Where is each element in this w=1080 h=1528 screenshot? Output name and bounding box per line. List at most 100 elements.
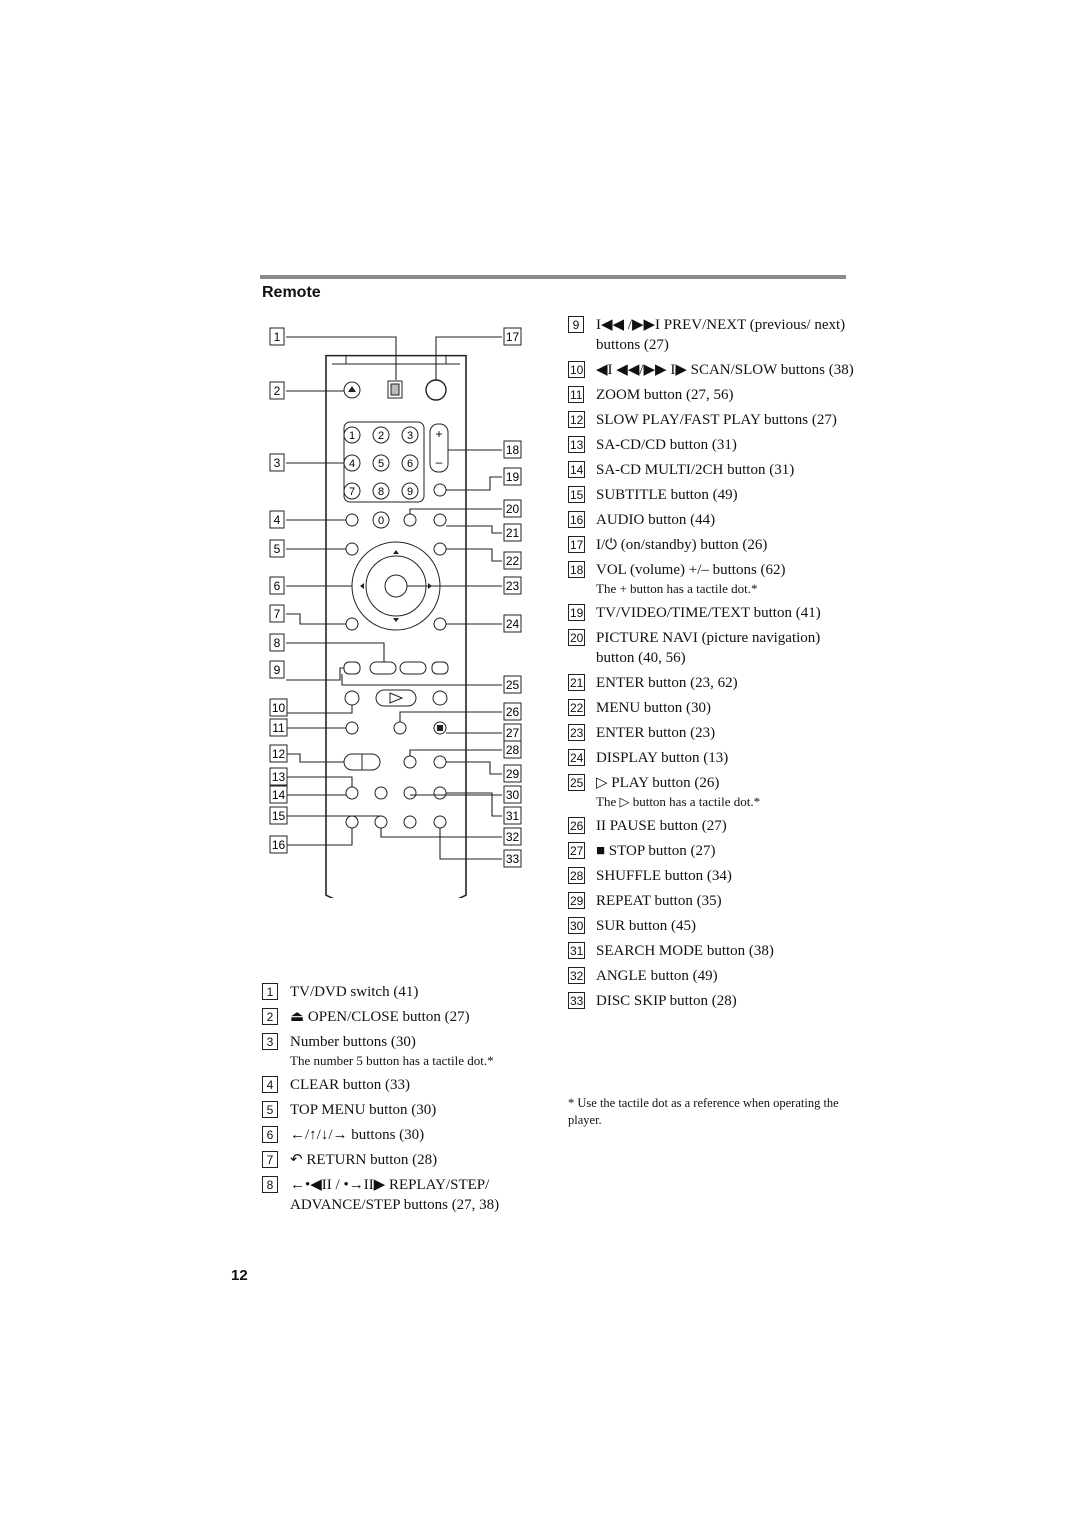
- scan-rev-button[interactable]: [344, 690, 360, 706]
- digit-7-button[interactable]: [343, 482, 361, 500]
- digit-0-button[interactable]: [372, 511, 390, 529]
- digit-label: 5: [378, 458, 384, 470]
- enter-button[interactable]: [384, 574, 408, 598]
- next-button[interactable]: [431, 661, 449, 675]
- display-small-button[interactable]: [433, 513, 447, 527]
- digit-5-button[interactable]: [372, 454, 390, 472]
- legend-number: 2: [262, 1008, 278, 1025]
- legend-number: 1: [262, 983, 278, 1000]
- page-number: 12: [231, 1267, 248, 1284]
- power-button[interactable]: [425, 379, 447, 401]
- callout-box: [503, 499, 522, 518]
- legend-number: 15: [568, 486, 586, 503]
- repeat-button[interactable]: [433, 755, 447, 769]
- digit-label: 1: [349, 430, 355, 442]
- callout-box: [269, 718, 288, 737]
- callout-box: [503, 764, 522, 783]
- callout-25: 25: [506, 678, 520, 692]
- digit-label: 2: [378, 430, 384, 442]
- scan-fwd-button[interactable]: [432, 690, 448, 706]
- top-menu-button[interactable]: [345, 542, 359, 556]
- legend-number: 27: [568, 842, 586, 859]
- callout-box: [503, 440, 522, 459]
- replay-step-button[interactable]: [369, 661, 397, 675]
- legend-number: 6: [262, 1126, 278, 1143]
- section-title: Remote: [262, 284, 321, 301]
- section-rule: [260, 275, 846, 279]
- digit-6-button[interactable]: [401, 454, 419, 472]
- callout-33: 33: [506, 852, 520, 866]
- legend-number: 4: [262, 1076, 278, 1093]
- callout-12: 12: [272, 747, 286, 761]
- legend-text: II PAUSE button (27): [596, 818, 727, 834]
- clear-button[interactable]: [345, 513, 359, 527]
- play-button[interactable]: [375, 689, 417, 707]
- disc-skip-button[interactable]: [433, 815, 447, 829]
- zoom-button[interactable]: [345, 721, 359, 735]
- callout-13: 13: [272, 770, 286, 784]
- callout-box: [503, 551, 522, 570]
- digit-8-button[interactable]: [372, 482, 390, 500]
- callout-15: 15: [272, 809, 286, 823]
- callout-20: 20: [506, 502, 520, 516]
- sacd-multi-button[interactable]: [374, 786, 388, 800]
- callout-box: [503, 785, 522, 804]
- audio-button[interactable]: [374, 815, 388, 829]
- legend-item-22: 22 MENU button (30): [568, 698, 858, 718]
- advance-step-button[interactable]: [399, 661, 427, 675]
- legend-number: 22: [568, 699, 586, 716]
- legend-item-25: 25▷ PLAY button (26)The ▷ button has a t…: [568, 773, 858, 811]
- sur-button[interactable]: [403, 786, 417, 800]
- search-mode-button[interactable]: [433, 786, 447, 800]
- sacd-cd-button[interactable]: [345, 786, 359, 800]
- callout-box: [269, 453, 285, 472]
- picture-navi-button[interactable]: [403, 513, 417, 527]
- legend-text: SEARCH MODE button (38): [596, 943, 774, 959]
- menu-button[interactable]: [433, 542, 447, 556]
- volume-rocker[interactable]: [429, 423, 449, 473]
- legend-item-27: 27■ STOP button (27): [568, 841, 858, 861]
- shuffle-button[interactable]: [403, 755, 417, 769]
- angle-button[interactable]: [403, 815, 417, 829]
- digit-1-button[interactable]: [343, 426, 361, 444]
- legend-text: MENU button (30): [596, 700, 711, 716]
- digit-label: 7: [349, 486, 355, 498]
- return-button[interactable]: [345, 617, 359, 631]
- callout-1: 1: [274, 330, 281, 344]
- prev-button[interactable]: [343, 661, 361, 675]
- legend-text: CLEAR button (33): [290, 1077, 410, 1093]
- tv-video-button[interactable]: [433, 483, 447, 497]
- digit-9-button[interactable]: [401, 482, 419, 500]
- display-button[interactable]: [433, 617, 447, 631]
- legend-number: 10: [568, 361, 586, 378]
- callout-14: 14: [272, 788, 286, 802]
- digit-3-button[interactable]: [401, 426, 419, 444]
- legend-item-1: 1 TV/DVD switch (41): [262, 982, 552, 1002]
- pause-button[interactable]: [393, 721, 407, 735]
- subtitle-button[interactable]: [345, 815, 359, 829]
- callout-box: [269, 381, 285, 400]
- legend-text: SUBTITLE button (49): [596, 487, 738, 503]
- legend-text: AUDIO button (44): [596, 512, 716, 528]
- vol-plus-label: +: [435, 427, 442, 441]
- callout-27: 27: [506, 726, 520, 740]
- legend-number: 33: [568, 992, 586, 1009]
- digit-label: 9: [407, 486, 413, 498]
- legend-item-6: 6←/↑/↓/→ buttons (30): [262, 1125, 552, 1145]
- digit-2-button[interactable]: [372, 426, 390, 444]
- legend-text: SUR button (45): [596, 918, 697, 934]
- legend-text: ↶ RETURN button (28): [290, 1152, 438, 1168]
- legend-text: TV/DVD switch (41): [290, 984, 419, 1000]
- legend-text: SHUFFLE button (34): [596, 868, 732, 884]
- callout-box: [269, 806, 288, 825]
- legend-text: I/⏻ (on/standby) button (26): [596, 537, 768, 553]
- legend-text: ANGLE button (49): [596, 968, 718, 984]
